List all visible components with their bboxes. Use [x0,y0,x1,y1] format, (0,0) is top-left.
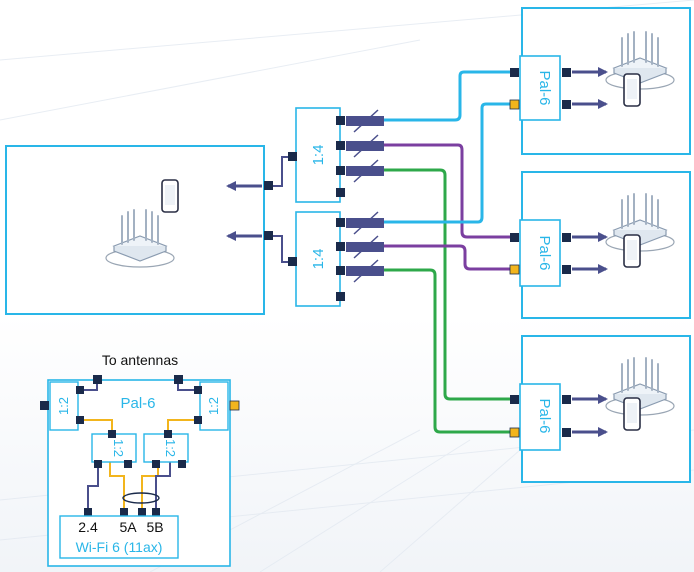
splitter-top: 1:4 [288,107,345,203]
cable-blue-bottom [384,102,510,224]
pal-unit-1 [519,55,561,121]
pal-unit-2 [519,219,561,287]
detail-caption: To antennas [102,352,178,368]
detail-port-5b: 5B [146,519,163,535]
cable-purple-top [384,143,510,239]
detail-inner-left: 1:2 [111,439,126,457]
splitter-bottom-label: 1:4 [310,249,327,270]
attenuator-icon [346,109,384,283]
detail-port-5a: 5A [119,519,137,535]
detail-port-24: 2.4 [78,519,98,535]
detail-left-splitter: 1:2 [56,397,71,415]
dut-port [264,231,273,240]
dut-port [264,181,273,190]
splitter-top-label: 1:4 [310,145,327,166]
detail-radio-label: Wi-Fi 6 (11ax) [76,539,163,555]
cable-green-bottom [384,268,510,434]
detail-device-label: Pal-6 [120,395,155,412]
pal-unit-3 [519,383,561,451]
cable-purple-bottom [384,244,510,271]
client-phone-icon [623,397,641,431]
cable-blue-top [384,70,510,122]
detail-inner-right: 1:2 [163,439,178,457]
pal-unit-3-label: Pal-6 [536,398,553,433]
client-phone-icon [623,73,641,107]
client-phone-icon [623,234,641,268]
pal6-detail-inset: To antennas Pal-6 1:2 1:2 1:2 [40,352,240,567]
cable-green-top [384,168,510,401]
dut-connections [270,156,292,263]
pal-unit-2-label: Pal-6 [536,235,553,270]
dut-phone-icon [161,179,179,213]
pal-unit-1-label: Pal-6 [536,70,553,105]
detail-right-splitter: 1:2 [206,397,221,415]
splitter-bottom: 1:4 [288,211,345,307]
